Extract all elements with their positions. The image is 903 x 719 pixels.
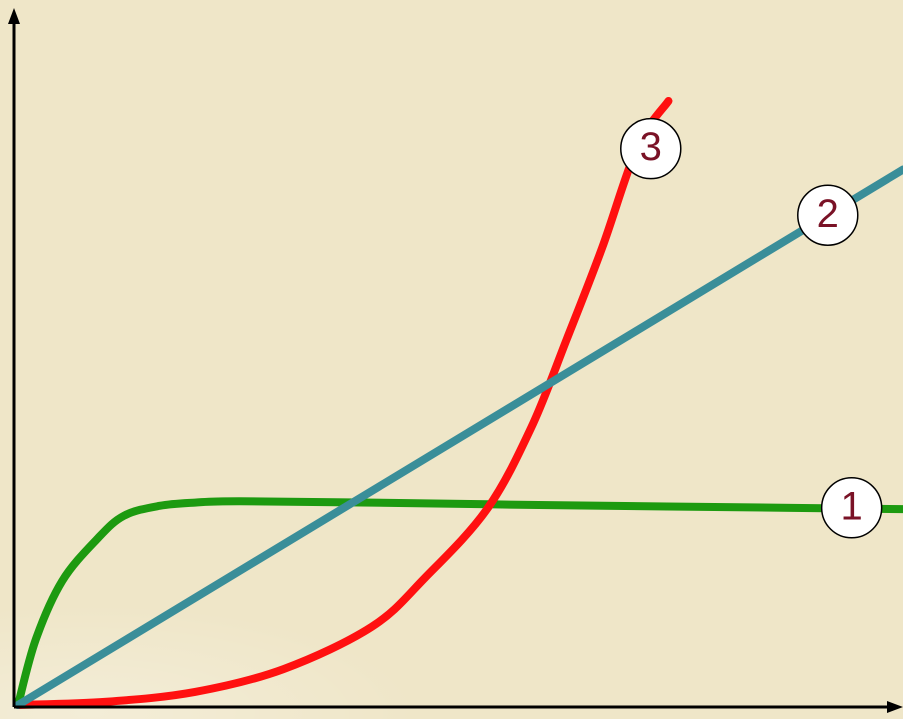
- series-marker-label: 1: [841, 484, 863, 528]
- series-marker-circle: [797, 184, 859, 246]
- series-marker-1: 1: [820, 477, 883, 539]
- series-layer: [14, 96, 903, 709]
- series-line-2: [14, 165, 903, 709]
- series-marker-circle: [820, 477, 883, 539]
- x-axis-arrow-icon: [887, 701, 903, 713]
- series-line-3: [14, 96, 673, 709]
- y-axis-arrow-icon: [8, 8, 20, 24]
- series-marker-3: 3: [620, 117, 682, 180]
- series-line-1: [14, 497, 903, 709]
- marker-layer: 1 2 3: [620, 117, 883, 539]
- series-marker-label: 3: [640, 125, 662, 169]
- series-marker-2: 2: [797, 184, 859, 246]
- background-glow: [0, 520, 600, 719]
- series-marker-label: 2: [817, 192, 839, 236]
- axes-layer: [8, 8, 903, 713]
- series-marker-circle: [620, 117, 682, 180]
